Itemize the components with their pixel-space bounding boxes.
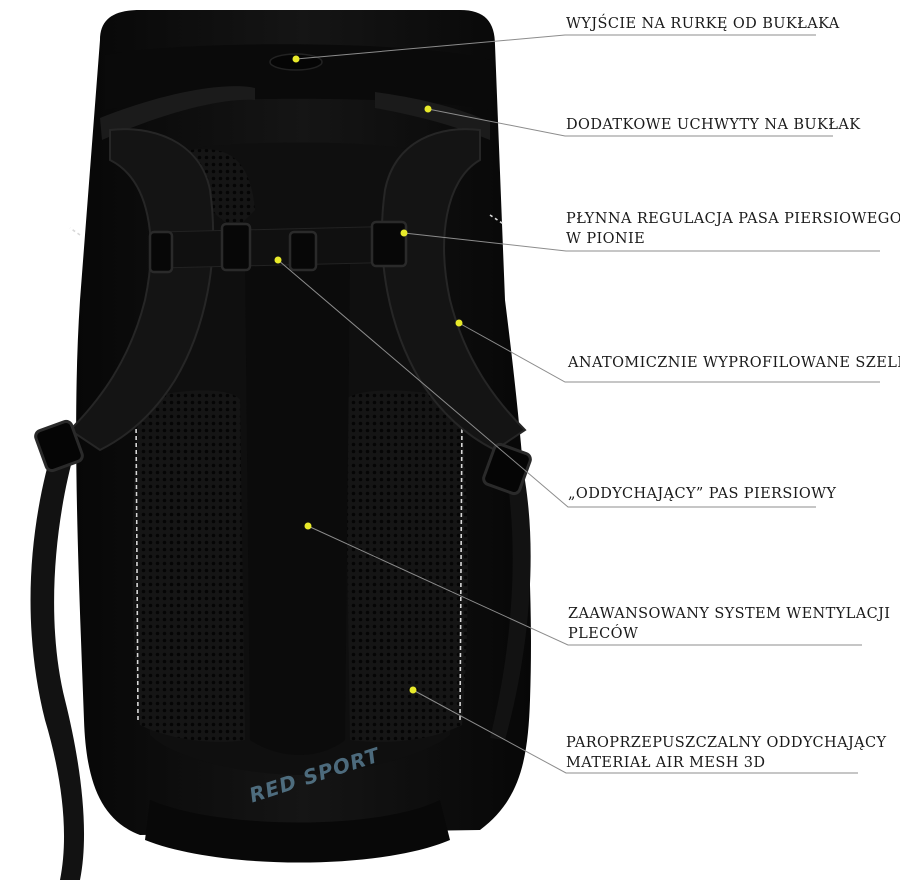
callout-line: WYJŚCIE NA RURKĘ OD BUKŁAKA	[566, 16, 840, 32]
mesh-pad-right	[345, 390, 468, 742]
callout-line: PŁYNNA REGULACJA PASA PIERSIOWEGO	[566, 211, 900, 227]
leader-line-air-mesh	[412, 689, 858, 774]
strap-buckle-right	[482, 442, 532, 496]
hydration-strap-right	[375, 92, 490, 140]
leader-line-ventilation	[307, 525, 862, 646]
chest-slider-right	[370, 220, 408, 268]
callout-line: DODATKOWE UCHWYTY NA BUKŁAK	[566, 117, 861, 133]
marker-dot	[424, 105, 432, 113]
callout-line: ANATOMICZNIE WYPROFILOWANE SZELKI	[568, 355, 900, 371]
callout-line: PAROPRZEPUSZCZALNY ODDYCHAJĄCY	[566, 735, 887, 751]
marker-dot	[292, 55, 300, 63]
callout-line: W PIONIE	[566, 231, 646, 247]
reflective-stitch-left	[135, 414, 139, 721]
marker-dot	[455, 319, 463, 327]
strap-webbing-left	[30, 440, 85, 880]
callout-air-mesh: PAROPRZEPUSZCZALNY ODDYCHAJĄCY MATERIAŁ …	[566, 733, 887, 773]
leader-line-chest-strap	[277, 259, 816, 508]
marker-dot	[400, 229, 408, 237]
marker-dot	[409, 686, 417, 694]
leader-line-chest-slider	[403, 232, 880, 252]
ventilation-channel	[245, 252, 350, 755]
callout-chest-slider: PŁYNNA REGULACJA PASA PIERSIOWEGO W PION…	[566, 209, 900, 249]
marker-dot	[274, 256, 282, 264]
leader-line-shoulder-straps	[458, 322, 880, 383]
callout-shoulder-straps: ANATOMICZNIE WYPROFILOWANE SZELKI	[568, 353, 900, 373]
callout-line: ZAAWANSOWANY SYSTEM WENTYLACJI	[568, 606, 891, 622]
callout-chest-strap: „ODDYCHAJĄCY” PAS PIERSIOWY	[568, 484, 836, 504]
strap-webbing-right	[490, 455, 531, 740]
callout-hydration-port: WYJŚCIE NA RURKĘ OD BUKŁAKA	[566, 14, 840, 34]
leader-lines	[277, 34, 880, 774]
mesh-pad-left	[132, 390, 245, 742]
callout-line: MATERIAŁ AIR MESH 3D	[566, 755, 766, 771]
backpack-bottom	[145, 800, 450, 863]
hydration-strap-left	[100, 86, 255, 140]
reflective-stitch-right	[459, 414, 463, 721]
backpack-illustration	[30, 10, 532, 880]
chest-buckle-center	[220, 222, 252, 272]
leader-line-hydration-port	[295, 34, 816, 60]
callout-hydration-holders: DODATKOWE UCHWYTY NA BUKŁAK	[566, 115, 861, 135]
chest-buckle-left	[148, 230, 174, 274]
strap-buckle-left	[34, 419, 84, 473]
shoulder-strap-right	[380, 128, 527, 452]
marker-dots	[274, 55, 463, 694]
chest-buckle-right	[288, 230, 318, 272]
marker-dot	[304, 522, 312, 530]
callout-ventilation: ZAAWANSOWANY SYSTEM WENTYLACJI PLECÓW	[568, 604, 890, 644]
reflective-stitch-side-left	[69, 227, 81, 236]
mesh-pad-top	[190, 149, 255, 230]
chest-strap	[159, 225, 406, 269]
callout-line: PLECÓW	[568, 626, 639, 642]
leader-line-hydration-holders	[427, 108, 833, 137]
callout-line: „ODDYCHAJĄCY” PAS PIERSIOWY	[568, 486, 837, 502]
